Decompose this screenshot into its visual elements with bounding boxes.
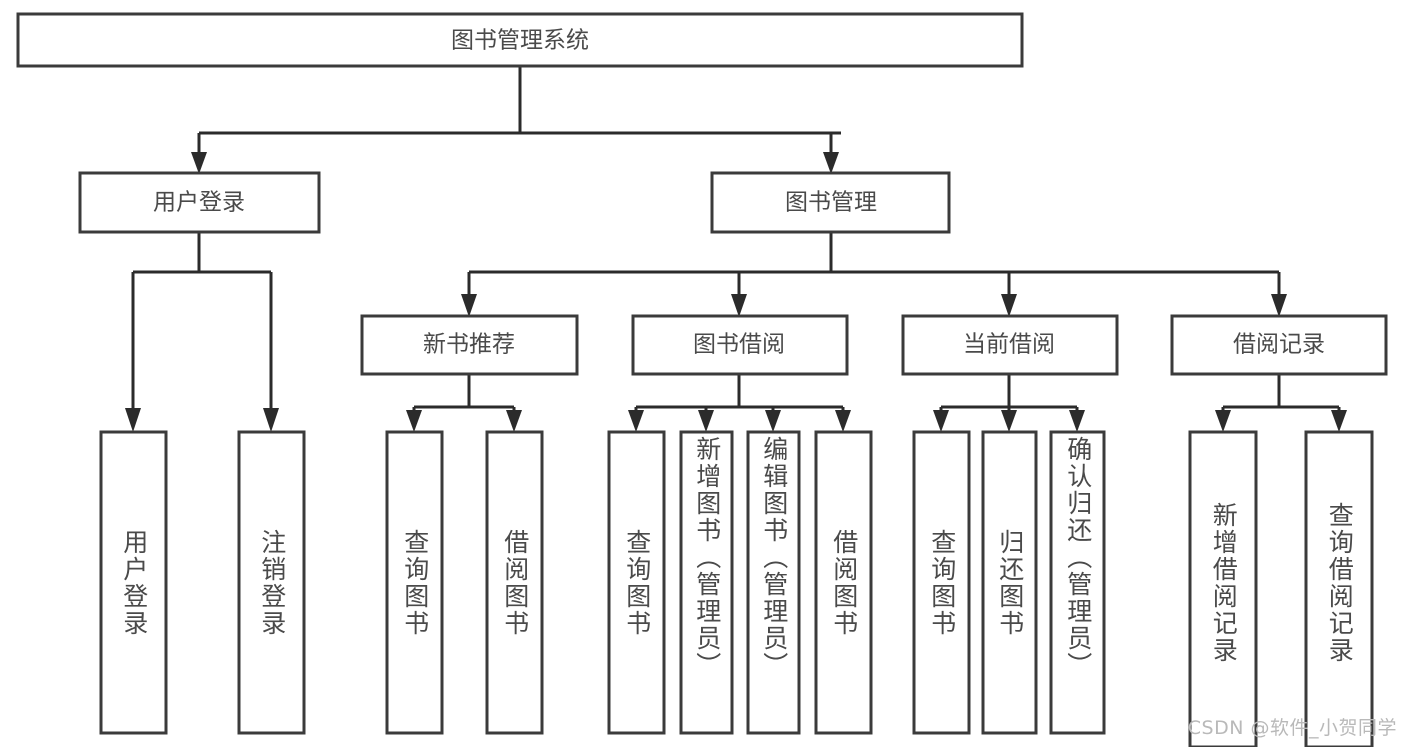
node-user-login-box[interactable] — [78, 171, 321, 234]
arrow-leaf-return-book — [1001, 410, 1017, 432]
leaf-box-layer — [99, 430, 1374, 747]
arrow-to-book-borrow — [731, 294, 747, 317]
node-current-borrow-label: 当前借阅 — [963, 332, 1055, 358]
node-user-login-label: 用户登录 — [153, 190, 245, 216]
leaf-add-borrow-record-box[interactable] — [1188, 430, 1258, 747]
leaf-edit-book-admin-box[interactable] — [746, 430, 801, 735]
node-book-manage[interactable]: 图书管理 — [710, 171, 951, 234]
node-borrow-record-label: 借阅记录 — [1233, 332, 1325, 358]
arrow-leaf-borrow-book — [835, 410, 851, 432]
leaf-confirm-return-admin-box[interactable] — [1049, 430, 1106, 735]
arrow-leaf-logout-login — [263, 408, 279, 432]
leaf-borrow-book-rec-box[interactable] — [485, 430, 544, 735]
arrow-to-user-login — [191, 152, 207, 174]
node-root[interactable]: 图书管理系统 — [16, 12, 1024, 68]
node-book-borrow[interactable]: 图书借阅 — [631, 314, 849, 376]
node-borrow-record[interactable]: 借阅记录 — [1170, 314, 1388, 376]
leaf-user-login-box[interactable] — [99, 430, 168, 735]
arrow-leaf-user-login — [125, 408, 141, 432]
arrow-leaf-edit-book-admin — [765, 410, 781, 432]
leaf-logout-login-box[interactable] — [237, 430, 306, 735]
node-book-borrow-box[interactable] — [631, 314, 849, 376]
leaf-query-borrow-record-box[interactable] — [1304, 430, 1374, 747]
node-book-manage-label: 图书管理 — [785, 190, 877, 216]
node-book-manage-box[interactable] — [710, 171, 951, 234]
leaf-borrow-book-box[interactable] — [814, 430, 873, 735]
leaf-add-book-admin-box[interactable] — [679, 430, 734, 735]
arrow-leaf-confirm-return-admin — [1069, 410, 1085, 432]
arrow-leaf-query-borrow-record — [1331, 410, 1347, 432]
arrow-to-book-manage — [823, 152, 839, 174]
arrow-leaf-borrow-book-rec — [506, 410, 522, 432]
arrow-leaf-query-book-rec — [406, 410, 422, 432]
leaf-query-book-current-box[interactable] — [912, 430, 971, 735]
node-borrow-record-box[interactable] — [1170, 314, 1388, 376]
node-root-box[interactable] — [16, 12, 1024, 68]
node-new-book-rec[interactable]: 新书推荐 — [360, 314, 579, 376]
arrow-leaf-add-borrow-record — [1215, 410, 1231, 432]
arrow-to-new-book-rec — [461, 294, 477, 317]
node-book-borrow-label: 图书借阅 — [693, 332, 785, 358]
arrow-leaf-query-book-current — [933, 410, 949, 432]
node-new-book-rec-label: 新书推荐 — [423, 332, 515, 358]
connector-layer — [125, 66, 1347, 432]
leaf-query-book-borrow-box[interactable] — [607, 430, 666, 735]
node-user-login[interactable]: 用户登录 — [78, 171, 321, 234]
arrow-leaf-add-book-admin — [698, 410, 714, 432]
arrow-leaf-query-book-borrow — [628, 410, 644, 432]
arrow-to-borrow-record — [1271, 294, 1287, 317]
leaf-return-book-box[interactable] — [981, 430, 1038, 735]
node-root-label: 图书管理系统 — [451, 28, 589, 54]
node-current-borrow-box[interactable] — [901, 314, 1119, 376]
leaf-query-book-rec-box[interactable] — [385, 430, 444, 735]
node-new-book-rec-box[interactable] — [360, 314, 579, 376]
node-current-borrow[interactable]: 当前借阅 — [901, 314, 1119, 376]
arrow-to-current-borrow — [1001, 294, 1017, 317]
